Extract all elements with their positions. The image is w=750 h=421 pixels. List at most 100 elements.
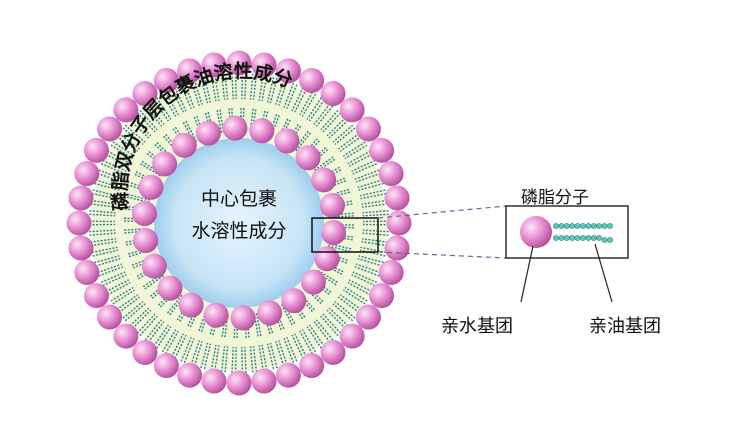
lipid-tail	[129, 307, 150, 327]
lipid-tail	[358, 182, 384, 191]
lipid-tail	[362, 210, 389, 214]
lipid-tail	[144, 105, 163, 127]
outer-phospholipid-head	[83, 137, 109, 163]
lipid-tail	[244, 346, 247, 373]
lipid-tail	[214, 345, 220, 372]
inner-phospholipid-head	[311, 167, 337, 193]
lipid-tail	[244, 73, 247, 100]
lipid-tail	[102, 159, 127, 172]
outer-phospholipid-head	[275, 362, 301, 388]
lipid-tail	[129, 119, 150, 139]
lipid-tail	[100, 162, 126, 175]
lipid-tail	[131, 309, 152, 329]
lipid-tail	[283, 83, 295, 108]
lipid-tail	[95, 257, 121, 267]
lipid-tail	[110, 144, 134, 160]
inner-phospholipid-head	[152, 151, 178, 177]
inner-phospholipid-head	[321, 219, 347, 245]
lipid-tail	[294, 333, 307, 358]
lipid-tail	[362, 229, 389, 233]
lipid-tail	[147, 321, 165, 343]
lipid-tail	[255, 313, 262, 338]
outer-phospholipid-head	[251, 52, 277, 78]
lipid-tail	[118, 132, 140, 150]
lipid-tail	[136, 313, 156, 334]
inner-phospholipid-head	[195, 120, 221, 146]
outer-phospholipid-head	[68, 185, 94, 211]
lipid-tail	[200, 77, 209, 104]
outer-phospholipid-head	[201, 368, 227, 394]
lipid-tail	[348, 279, 373, 293]
inner-head-layer	[131, 115, 347, 331]
lipid-tail	[92, 249, 119, 257]
outer-phospholipid-head	[320, 81, 346, 107]
inner-phospholipid-head	[222, 115, 248, 141]
inner-phospholipid-head	[230, 305, 256, 331]
lipid-tail	[291, 334, 304, 359]
lipid-tail	[352, 162, 378, 175]
lipid-tail	[332, 303, 354, 322]
lipid-tail	[164, 91, 179, 116]
lipid-tail	[361, 241, 388, 247]
lipid-tail	[231, 346, 234, 373]
outer-phospholipid-head	[386, 210, 412, 236]
lipid-tail	[126, 193, 151, 201]
inner-phospholipid-head	[157, 275, 183, 301]
lipid-tail	[334, 127, 356, 145]
lipid-tail	[342, 141, 366, 157]
lipid-tail	[348, 153, 373, 167]
lipid-tail	[338, 296, 360, 314]
lipid-tail	[231, 73, 234, 100]
outer-phospholipid-head	[275, 58, 301, 84]
lipid-tail	[313, 103, 331, 125]
outer-phospholipid-head	[355, 304, 381, 330]
inner-phospholipid-head	[314, 246, 340, 272]
outer-head-layer	[66, 50, 412, 396]
lipid-tail	[203, 343, 212, 370]
lipophilic-label: 亲油基团	[589, 316, 661, 337]
outer-phospholipid-head	[113, 97, 139, 123]
lipid-tail	[143, 275, 165, 291]
inner-phospholipid-head	[141, 253, 167, 279]
phospholipid-tail-bead	[553, 235, 559, 241]
lipid-tail	[278, 80, 288, 106]
lipid-tail	[301, 93, 317, 117]
phospholipid-tail-bead	[580, 235, 586, 241]
hydrophilic-label: 亲水基团	[441, 316, 513, 337]
phospholipid-tail-bead	[585, 223, 592, 229]
phospholipid-tail-bead	[585, 235, 592, 241]
lipid-tail	[278, 340, 288, 366]
lipid-tail	[241, 73, 244, 100]
lipid-tail	[315, 105, 334, 127]
lipid-tail	[200, 342, 209, 369]
lipid-tail	[249, 346, 254, 373]
lipid-tail	[354, 266, 380, 277]
lipid-tail	[252, 346, 258, 373]
lipid-tail	[362, 232, 389, 236]
lipid-tail	[355, 263, 381, 274]
lipid-tail	[210, 344, 217, 371]
lipid-tail	[153, 324, 170, 347]
lipid-tail	[224, 73, 229, 100]
inner-phospholipid-head	[257, 300, 283, 326]
lipid-tail	[313, 155, 335, 171]
outer-phospholipid-head	[299, 353, 325, 379]
lipid-tail	[156, 326, 172, 349]
lipid-tail	[180, 84, 192, 109]
lipid-tail	[166, 294, 183, 315]
lipid-tail	[354, 169, 380, 180]
lipid-tail	[144, 319, 163, 341]
phospholipid-tail-bead	[553, 223, 559, 229]
lipid-tail	[361, 203, 388, 208]
phospholipid-tail-bead	[563, 235, 570, 241]
lipid-tail	[315, 319, 334, 341]
zoom-connector-bottom	[377, 251, 507, 259]
lipid-tail	[327, 245, 352, 253]
outer-phospholipid-head	[132, 339, 158, 365]
lipid-tail	[116, 294, 139, 311]
lipid-tail	[91, 246, 118, 254]
lipid-tail	[190, 80, 200, 106]
lipid-tail	[220, 73, 226, 100]
outer-phospholipid-head	[177, 58, 203, 84]
